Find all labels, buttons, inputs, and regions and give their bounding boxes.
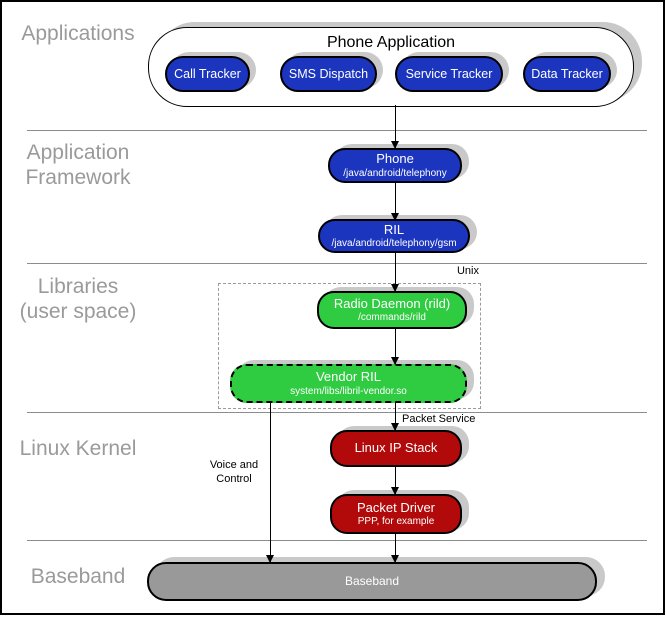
layer-divider bbox=[27, 263, 647, 264]
node-title: Linux IP Stack bbox=[354, 440, 438, 456]
node-title: Phone bbox=[376, 151, 414, 167]
arrow-ipstack-to-pktdriver bbox=[391, 466, 400, 495]
unix-group-box bbox=[218, 283, 481, 409]
node-label: Data Tracker bbox=[531, 67, 603, 81]
node-packet-driver: Packet Driver PPP, for example bbox=[330, 494, 462, 534]
node-radio-daemon: Radio Daemon (rild) /commands/rild bbox=[317, 291, 467, 329]
node-label: Service Tracker bbox=[405, 67, 493, 81]
node-data-tracker: Data Tracker bbox=[523, 56, 611, 92]
unix-group-label: Unix bbox=[456, 265, 479, 277]
node-subtitle: PPP, for example bbox=[357, 516, 435, 528]
node-baseband: Baseband bbox=[147, 562, 597, 601]
arrow-phone-to-ril bbox=[391, 182, 400, 221]
node-label: Call Tracker bbox=[174, 67, 241, 81]
layer-label-application-framework: Application Framework bbox=[25, 141, 131, 189]
layer-label-baseband: Baseband bbox=[30, 565, 126, 588]
node-title: Packet Driver bbox=[356, 499, 436, 515]
arrow-rild-to-vendor-ril bbox=[391, 328, 400, 365]
node-linux-ip-stack: Linux IP Stack bbox=[330, 430, 462, 467]
node-vendor-ril: Vendor RIL system/libs/libril-vendor.so bbox=[230, 364, 467, 403]
node-subtitle: /commands/rild bbox=[358, 312, 426, 324]
layer-divider bbox=[27, 130, 647, 131]
layer-divider bbox=[27, 540, 647, 541]
layer-label-linux-kernel: Linux Kernel bbox=[19, 437, 137, 460]
layer-divider bbox=[27, 412, 647, 413]
node-subtitle: /java/android/telephony/gsm bbox=[331, 238, 457, 250]
node-label: SMS Dispatch bbox=[288, 67, 369, 81]
node-title: RIL bbox=[383, 221, 405, 237]
arrow-pktdriver-to-baseband bbox=[391, 533, 400, 563]
node-subtitle: /java/android/telephony bbox=[343, 167, 447, 179]
node-sms-dispatch: SMS Dispatch bbox=[280, 56, 377, 92]
node-subtitle: system/libs/libril-vendor.so bbox=[290, 385, 407, 397]
node-title: Baseband bbox=[344, 574, 400, 588]
layer-label-libraries: Libraries (user space) bbox=[19, 275, 137, 323]
node-phone: Phone /java/android/telephony bbox=[328, 148, 462, 183]
layer-label-applications: Applications bbox=[21, 22, 135, 45]
node-call-tracker: Call Tracker bbox=[165, 56, 250, 92]
node-ril: RIL /java/android/telephony/gsm bbox=[318, 219, 470, 253]
arrow-ril-to-rild bbox=[391, 252, 400, 292]
phone-application-title: Phone Application bbox=[326, 34, 456, 51]
edge-label-packet-service: Packet Service bbox=[402, 413, 476, 425]
arrow-apps-to-phone bbox=[391, 105, 400, 149]
edge-label-voice-and-control: Voice and Control bbox=[209, 459, 259, 485]
node-title: Vendor RIL bbox=[315, 369, 382, 385]
node-title: Radio Daemon (rild) bbox=[333, 295, 451, 311]
arrow-voice-control-to-baseband bbox=[266, 402, 275, 563]
node-service-tracker: Service Tracker bbox=[395, 56, 503, 92]
arrow-packet-service bbox=[391, 402, 400, 431]
